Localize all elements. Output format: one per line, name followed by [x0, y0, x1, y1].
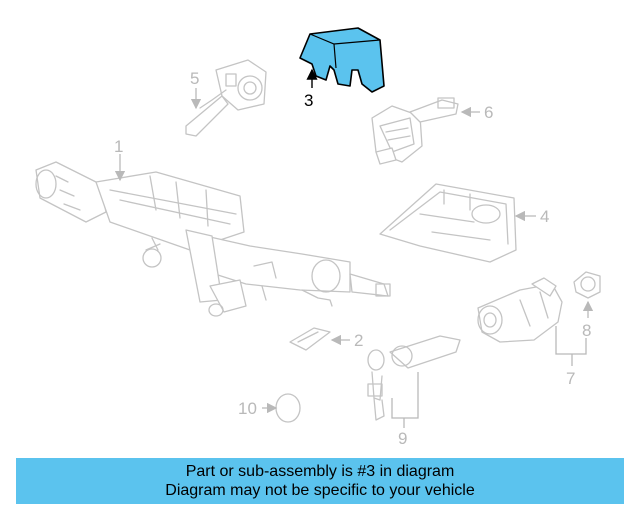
part-6-wiper-switch[interactable] [371, 97, 459, 165]
callout-8: 8 [582, 321, 591, 340]
callout-9: 9 [398, 429, 407, 448]
callout-2: 2 [354, 331, 363, 350]
part-5-turn-signal-switch[interactable] [185, 59, 267, 137]
steering-column-diagram: 3 5 6 1 4 8 2 7 10 9 [35, 27, 601, 448]
part-4-lower-shroud[interactable] [379, 183, 517, 263]
callout-10: 10 [238, 399, 257, 418]
part-1-steering-column[interactable] [35, 161, 391, 317]
callout-7: 7 [566, 369, 575, 388]
part-2-clip[interactable] [289, 327, 331, 351]
callout-5: 5 [190, 69, 199, 88]
callout-1: 1 [114, 137, 123, 156]
leader-7 [555, 326, 587, 355]
callout-4: 4 [540, 207, 549, 226]
callout-3: 3 [304, 91, 313, 110]
part-3-upper-shroud[interactable] [299, 27, 385, 93]
banner-line-2: Diagram may not be specific to your vehi… [165, 482, 475, 499]
part-7-lock-housing[interactable] [477, 277, 563, 343]
callout-6: 6 [484, 103, 493, 122]
leader-9 [391, 372, 419, 419]
diagram-note-banner: Part or sub-assembly is #3 in diagram Di… [16, 458, 624, 504]
part-9-lock-cylinder[interactable] [367, 335, 461, 421]
part-10-o-ring[interactable] [275, 393, 301, 423]
banner-line-1: Part or sub-assembly is #3 in diagram [185, 463, 455, 480]
part-8-switch[interactable] [573, 271, 601, 299]
